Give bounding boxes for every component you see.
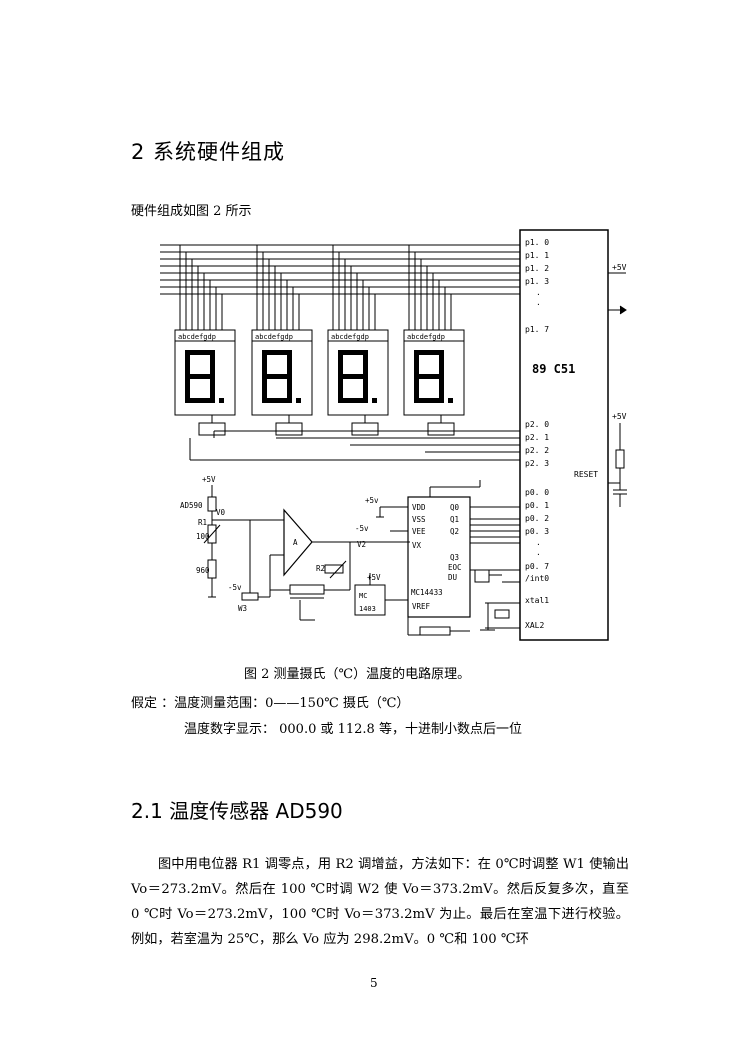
page-number: 5 xyxy=(370,976,378,990)
vcc-label: +5V xyxy=(202,475,216,484)
intro-text: 硬件组成如图 2 所示 xyxy=(131,204,252,219)
seven-segment-display: abcdefgdp xyxy=(251,245,313,436)
r2-label: R2 xyxy=(316,564,325,573)
mcu-box xyxy=(519,229,609,641)
v2-label: V2 xyxy=(357,540,366,549)
assumption-display: 温度数字显示： 000.0 或 112.8 等，十进制小数点后一位 xyxy=(184,722,522,737)
ref-label: 1403 xyxy=(359,605,376,613)
mcu-label: 89 C51 xyxy=(532,362,575,376)
subsection-heading: 2.1 温度传感器 AD590 xyxy=(131,799,343,823)
svg-text:Q0: Q0 xyxy=(450,503,460,512)
mcu-pin: XAL2 xyxy=(525,621,544,630)
svg-text:VEE: VEE xyxy=(412,527,426,536)
reset-label: RESET xyxy=(574,470,598,479)
vcc-label: +5V xyxy=(367,573,381,582)
segment-pin-label: abcdefgdp xyxy=(407,333,445,341)
section-heading: 2 系统硬件组成 xyxy=(131,140,286,164)
opamp-symbol xyxy=(283,508,313,577)
seven-segment-display: abcdefgdp xyxy=(327,245,389,436)
vcc-label: +5V xyxy=(612,263,627,272)
figure-caption: 图 2 测量摄氏（℃）温度的电路原理。 xyxy=(244,667,471,682)
sensor-label: AD590 xyxy=(180,501,203,510)
mcu-pin: p2. 0 xyxy=(525,420,549,429)
segment-pin-label: abcdefgdp xyxy=(178,333,216,341)
svg-text:VX: VX xyxy=(412,541,422,550)
ref-label: MC xyxy=(359,592,367,600)
seven-segment-display: abcdefgdp xyxy=(403,245,465,436)
mcu-pin: p2. 3 xyxy=(525,459,549,468)
resistor-label: 960 xyxy=(196,566,210,575)
vo-label: V0 xyxy=(216,508,226,517)
opamp-label: A xyxy=(293,538,298,547)
mcu-pin: p2. 1 xyxy=(525,433,549,442)
adc-chip xyxy=(407,496,471,618)
segment-pin-label: abcdefgdp xyxy=(331,333,369,341)
svg-text:VSS: VSS xyxy=(412,515,426,524)
resistor-label: R1 xyxy=(198,518,207,527)
svg-text:DU: DU xyxy=(448,573,457,582)
mcu-pin: p1. 7 xyxy=(525,325,549,334)
mcu-pin: p1. 3 xyxy=(525,277,549,286)
circuit-diagram: 89 C51 p1. 0 p1. 1 p1. 2 p1. 3 . . p1. 7… xyxy=(160,229,627,641)
mcu-pin: p1. 2 xyxy=(525,264,549,273)
mcu-pin: p0. 7 xyxy=(525,562,549,571)
segment-pin-label: abcdefgdp xyxy=(255,333,293,341)
mcu-pin: . xyxy=(536,298,541,307)
mcu-pin: p0. 2 xyxy=(525,514,549,523)
subsection-paragraph: 图中用电位器 R1 调零点，用 R2 调增益，方法如下：在 0℃时调整 W1 使… xyxy=(131,857,629,947)
mcu-pin: /int0 xyxy=(525,574,549,583)
mcu-pin: . xyxy=(536,548,541,557)
svg-text:Q3: Q3 xyxy=(450,553,459,562)
svg-text:MC14433: MC14433 xyxy=(411,588,443,597)
mcu-pin: p1. 0 xyxy=(525,238,549,247)
mcu-pin: p0. 0 xyxy=(525,488,549,497)
seven-segment-display: abcdefgdp xyxy=(174,245,236,436)
mcu-pin: . xyxy=(536,288,541,297)
mcu-pin: xtal1 xyxy=(525,596,549,605)
w3-label: W3 xyxy=(238,604,247,613)
assumption-range: 假定 ：温度测量范围：0——150℃ 摄氏（℃） xyxy=(131,696,410,711)
vminus-label: -5v xyxy=(228,583,242,592)
mcu-pin: p2. 2 xyxy=(525,446,549,455)
svg-text:VREF: VREF xyxy=(412,602,431,611)
resistor-label: 100 xyxy=(196,532,210,541)
mcu-pin: p1. 1 xyxy=(525,251,549,260)
mcu-pin: . xyxy=(536,538,541,547)
mcu-pin: p0. 1 xyxy=(525,501,549,510)
svg-text:Q1: Q1 xyxy=(450,515,459,524)
vcc-label: +5V xyxy=(612,412,627,421)
vminus-label: -5v xyxy=(355,524,369,533)
mcu-pin: p0. 3 xyxy=(525,527,549,536)
svg-text:VDD: VDD xyxy=(412,503,426,512)
svg-text:Q2: Q2 xyxy=(450,527,459,536)
svg-text:EOC: EOC xyxy=(448,563,462,572)
vcc-label: +5v xyxy=(365,496,379,505)
